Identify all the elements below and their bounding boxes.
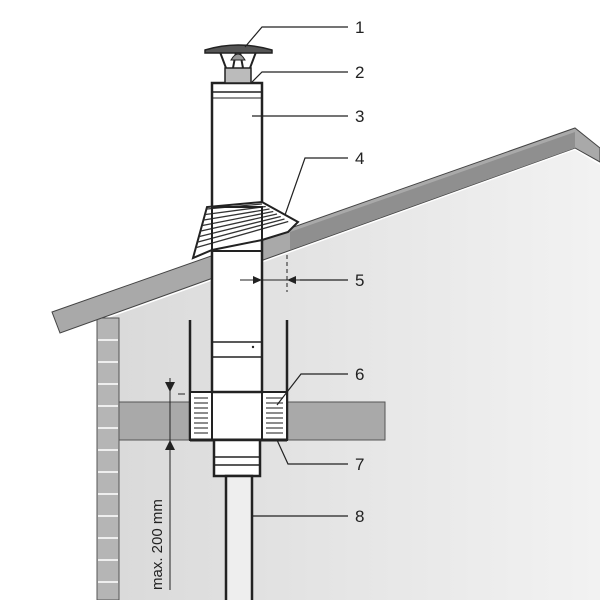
flashing-rib xyxy=(203,208,270,221)
lower-pipe-section xyxy=(212,438,262,478)
callout-1: 1 xyxy=(355,18,364,37)
flashing-rib xyxy=(200,213,278,232)
callout-3: 3 xyxy=(355,107,364,126)
connecting-pipe xyxy=(224,474,254,600)
roof-underside xyxy=(290,132,575,250)
brick-wall xyxy=(96,317,120,600)
pipe-rivet xyxy=(251,345,255,349)
callout-8: 8 xyxy=(355,507,364,526)
house-interior xyxy=(97,150,600,600)
flashing-rib xyxy=(199,215,281,238)
ceiling-opening xyxy=(211,391,263,441)
roof-flashing xyxy=(191,200,300,260)
callout-5: 5 xyxy=(355,271,364,290)
dimension-label: max. 200 mm xyxy=(149,499,166,590)
height-dimension xyxy=(165,378,185,590)
clearance-dimension xyxy=(240,255,300,292)
callout-2: 2 xyxy=(355,63,364,82)
callout-6: 6 xyxy=(355,365,364,384)
leader-lines xyxy=(244,26,348,517)
rain-cap xyxy=(204,44,273,84)
callout-4: 4 xyxy=(355,149,364,168)
callout-7: 7 xyxy=(355,455,364,474)
